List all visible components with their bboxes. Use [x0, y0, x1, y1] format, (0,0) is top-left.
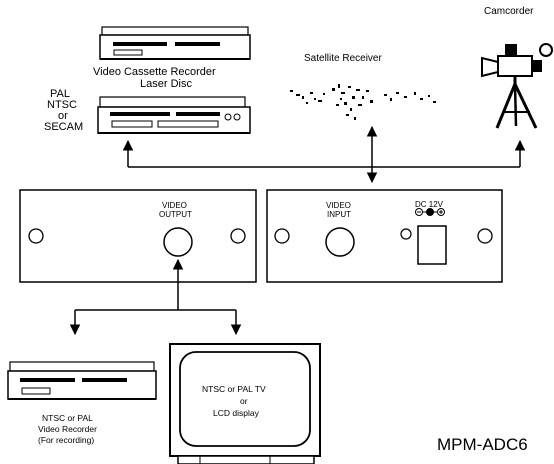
source-bus [122, 125, 526, 184]
laser-disc-device [97, 96, 251, 134]
recorder-label-1: NTSC or PAL [42, 413, 93, 423]
recorder-label-2: Video Recorder [38, 424, 97, 434]
recorder-device [7, 361, 157, 400]
output-bus [69, 258, 242, 336]
satellite-receiver-label: Satellite Receiver [304, 53, 382, 64]
video-input-panel [266, 189, 503, 283]
laser-disc-label: Laser Disc [140, 78, 192, 90]
video-input-label-2: INPUT [327, 210, 351, 219]
standard-secam: SECAM [44, 121, 84, 133]
video-input-jack [325, 227, 355, 257]
model-number: MPM-ADC6 [437, 435, 528, 454]
video-output-jack [163, 227, 193, 257]
recorder-label-3: (For recording) [38, 435, 95, 445]
polarity-symbols [415, 208, 445, 216]
video-output-label-1: VIDEO [162, 201, 187, 210]
standard-or: or [58, 110, 68, 122]
dc-power-jack [417, 225, 447, 265]
satellite-receiver-icon [290, 84, 436, 120]
camcorder-label: Camcorder [484, 6, 534, 17]
tv-monitor [169, 343, 321, 464]
video-output-panel [19, 189, 257, 283]
video-input-label-1: VIDEO [326, 201, 351, 210]
vcr-label: Video Cassette Recorder [93, 66, 216, 78]
tv-label-1: NTSC or PAL TV [202, 384, 266, 394]
power-led [400, 228, 412, 240]
standard-ntsc: NTSC [47, 99, 77, 111]
standard-pal: PAL [50, 88, 70, 100]
video-output-label-2: OUTPUT [159, 210, 192, 219]
tv-label-2: or [240, 396, 248, 406]
camcorder-icon [481, 43, 553, 129]
tv-label-3: LCD display [213, 408, 259, 418]
dc-power-label: DC 12V [415, 200, 444, 209]
vcr-device [99, 26, 251, 60]
